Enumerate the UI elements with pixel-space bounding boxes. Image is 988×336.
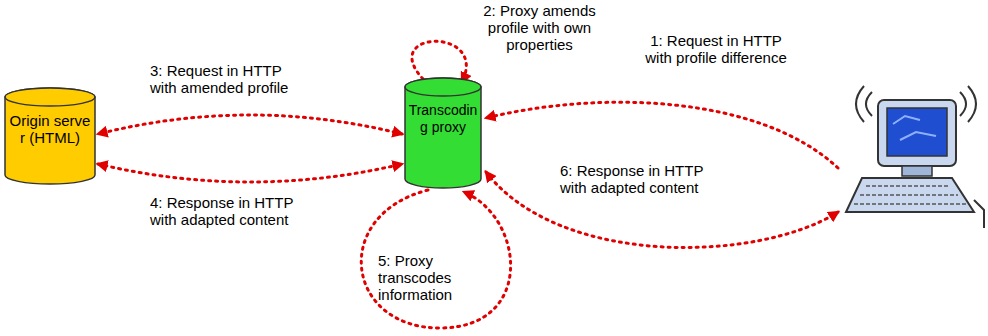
proxy-cylinder: Transcoding proxy (404, 78, 482, 188)
request-arrow (486, 102, 838, 168)
server-cylinder: Origin server (HTML) (4, 88, 96, 184)
step-label-box: 6: Response in HTTP with adapted content (560, 162, 710, 196)
edge-label: 3: Request in HTTP with amended profile (150, 62, 288, 96)
step-label-box: 2: Proxy amends profile with own propert… (472, 2, 607, 53)
step-label: 2: Proxy amends profile with own propert… (483, 2, 596, 53)
node-text: Transcoding proxy (404, 102, 482, 136)
step-label: 6: Response in HTTP with adapted content (560, 162, 703, 196)
edge-label-box: 3: Request in HTTP with amended profile (150, 62, 290, 96)
edge-label-box: 4: Response in HTTP with adapted content (150, 194, 300, 228)
computer-icon (846, 86, 984, 228)
step-label-box: 5: Proxy transcodes information (378, 252, 488, 303)
step-label: 1: Request in HTTP with profile differen… (645, 32, 786, 66)
step-label: 5: Proxy transcodes information (378, 252, 452, 303)
edge-label: 4: Response in HTTP with adapted content (150, 194, 293, 228)
node-text: Origin server (HTML) (4, 112, 96, 146)
http-arrow (98, 115, 402, 134)
loop-arrow (361, 190, 510, 328)
http-arrow (98, 164, 402, 182)
step-label-box: 1: Request in HTTP with profile differen… (636, 32, 796, 66)
